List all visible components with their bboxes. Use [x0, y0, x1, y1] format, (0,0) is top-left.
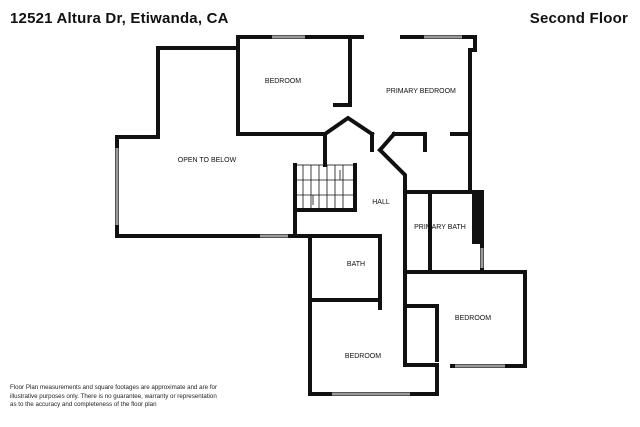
wall-primary-closet: [392, 132, 427, 152]
wall-hall-angle: [377, 147, 407, 194]
wall-bedroom-right-left: [403, 276, 439, 367]
label-bedroom-right: BEDROOM: [455, 315, 491, 322]
label-bedroom-bottom: BEDROOM: [345, 353, 381, 360]
label-bedroom-top: BEDROOM: [265, 78, 301, 85]
wall-hall-angle-top: [377, 131, 397, 153]
disclaimer: Floor Plan measurements and square foota…: [10, 384, 250, 410]
disclaimer-line: Floor Plan measurements and square foota…: [10, 384, 218, 391]
wall-closet-right: [403, 304, 439, 362]
label-primary-bedroom: PRIMARY BEDROOM: [386, 88, 456, 95]
address-title: 12521 Altura Dr, Etiwanda, CA: [10, 10, 229, 27]
wall-bedroom-bottom: [308, 298, 439, 396]
walls: [115, 35, 527, 396]
wall-closet: [333, 35, 352, 107]
label-bath: BATH: [347, 261, 365, 268]
disclaimer-line: as to the accuracy and completeness of t…: [10, 401, 157, 409]
wall-bedroom-top-left: [236, 46, 327, 136]
label-open-to-below: OPEN TO BELOW: [178, 157, 237, 164]
floor-title: Second Floor: [529, 10, 628, 27]
stair-treads: [294, 164, 356, 211]
disclaimer-line: illustrative purposes only. There is no …: [10, 392, 217, 400]
wall-open-to-below-outer: [115, 35, 240, 238]
windows: [115, 35, 505, 396]
wall-primary-bath-top: [403, 190, 484, 274]
wall-primary-bedroom-right: [400, 35, 477, 192]
thick-wall: [472, 192, 482, 244]
wall-stairs: [293, 163, 357, 212]
wall-angled-entry: [322, 115, 375, 137]
stair-outline: [294, 164, 356, 211]
wall-bath-right: [308, 234, 382, 302]
label-hall: HALL: [372, 199, 390, 206]
label-primary-bath: PRIMARY BATH: [414, 224, 466, 231]
